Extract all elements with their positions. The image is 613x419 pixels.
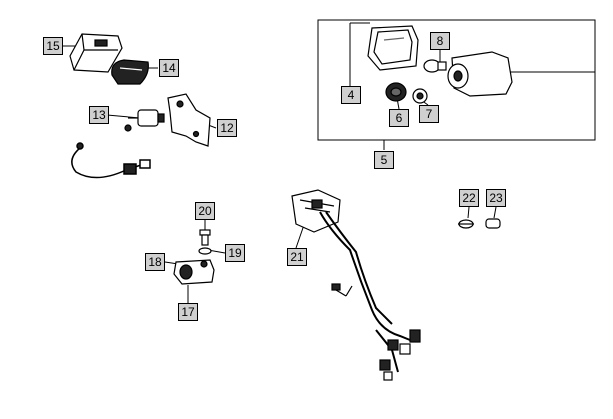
switch-wire-harness: [71, 142, 151, 179]
callout-8[interactable]: 8: [430, 32, 450, 50]
clamp-part: [173, 259, 215, 285]
callout-4[interactable]: 4: [341, 86, 361, 104]
callout-17[interactable]: 17: [178, 303, 198, 321]
small-bulb-a-part: [458, 219, 474, 229]
main-wiring-harness-part: [291, 189, 421, 381]
callout-6[interactable]: 6: [389, 109, 409, 127]
bulb-part: [423, 59, 447, 73]
callout-18[interactable]: 18: [145, 253, 165, 271]
switch-bracket-part: [167, 93, 211, 147]
bulb-socket-part: [385, 82, 407, 102]
rubber-mount-part: [111, 59, 149, 85]
brake-switch-part: [124, 109, 165, 132]
callout-13[interactable]: 13: [89, 106, 109, 124]
callout-14[interactable]: 14: [159, 59, 179, 77]
headlight-housing-part: [447, 51, 513, 97]
callout-19[interactable]: 19: [225, 244, 245, 262]
small-bulb-b-part: [485, 218, 501, 229]
callout-21[interactable]: 21: [287, 248, 307, 266]
washer-part: [198, 247, 212, 255]
headlight-lens-part: [367, 25, 419, 71]
callout-7[interactable]: 7: [419, 105, 439, 123]
screw-part: [199, 229, 211, 246]
grommet-part: [412, 88, 428, 104]
callout-20[interactable]: 20: [195, 202, 215, 220]
flasher-relay-part: [69, 33, 123, 73]
callout-12[interactable]: 12: [217, 119, 237, 137]
callout-5[interactable]: 5: [374, 151, 394, 169]
callout-15[interactable]: 15: [43, 37, 63, 55]
callout-23[interactable]: 23: [486, 189, 506, 207]
callout-22[interactable]: 22: [459, 189, 479, 207]
